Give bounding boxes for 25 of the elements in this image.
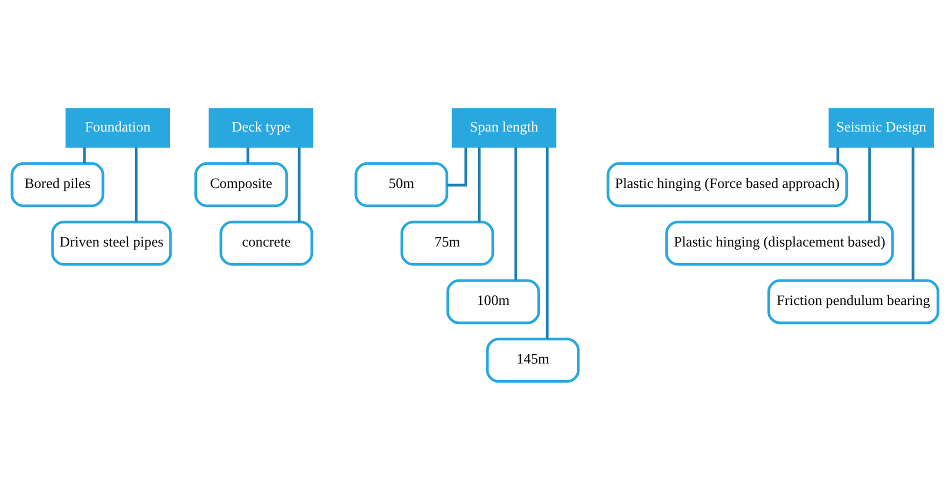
node-box: Plastic hinging (Force based approach) <box>606 162 848 207</box>
node-box: Bored piles <box>10 162 104 207</box>
connector <box>546 146 549 339</box>
node-box: concrete <box>220 220 314 266</box>
connector <box>836 146 840 163</box>
node-box: Composite <box>194 162 288 207</box>
node-box: Driven steel pipes <box>51 220 172 266</box>
node-box: Plastic hinging (displacement based) <box>665 220 894 266</box>
node-box: 100m <box>446 278 540 324</box>
connector <box>478 147 481 222</box>
connector <box>83 146 86 163</box>
node-box: Foundation <box>66 108 170 148</box>
node-box: 145m <box>486 337 580 382</box>
node-box: Seismic Design <box>828 108 934 148</box>
node-box: 75m <box>400 220 494 266</box>
connector <box>868 147 871 222</box>
connector <box>298 147 301 222</box>
node-box: Span length <box>452 108 556 148</box>
connector <box>912 147 914 280</box>
node-box: 50m <box>354 162 448 207</box>
connector <box>134 147 138 222</box>
connector <box>514 147 518 280</box>
connector <box>246 146 250 163</box>
node-box: Deck type <box>208 108 314 148</box>
node-box: Friction pendulum bearing <box>767 278 940 324</box>
